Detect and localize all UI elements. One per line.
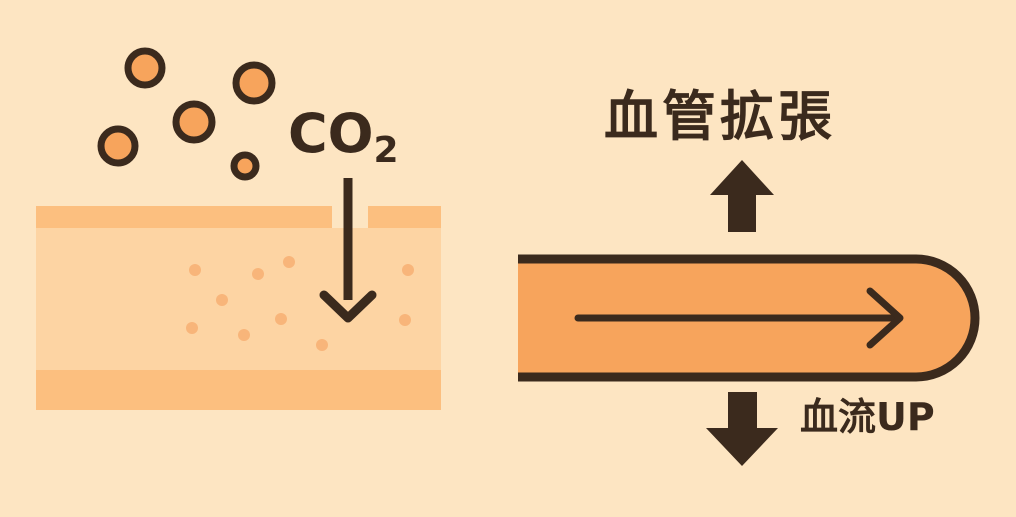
particle-dot <box>238 329 250 341</box>
penetration-arrow-head <box>319 290 377 323</box>
co2-label-main: CO <box>288 102 374 165</box>
particle-dot <box>252 268 264 280</box>
penetration-arrow <box>319 178 377 323</box>
blood-flow-arrow-head <box>866 287 904 349</box>
co2-bubbles <box>97 47 276 181</box>
skin-cross-section <box>36 206 441 410</box>
dilation-up-arrow <box>710 160 774 232</box>
particle-dot <box>402 264 414 276</box>
co2-bubble <box>172 100 216 144</box>
co2-bubble <box>97 125 139 167</box>
co2-label-subscript: 2 <box>374 130 399 171</box>
blood-flow-label: 血流UP <box>800 395 935 439</box>
skin-top-band-left <box>36 206 332 228</box>
skin-bottom-band <box>36 370 441 410</box>
co2-bubble <box>124 47 166 89</box>
co2-bubble <box>232 61 276 105</box>
particle-dot <box>283 256 295 268</box>
particle-dot <box>189 264 201 276</box>
particle-dot <box>216 294 228 306</box>
particle-dot <box>275 313 287 325</box>
skin-inner-layer <box>36 228 441 370</box>
co2-label: CO2 <box>288 102 399 171</box>
particle-dot <box>399 314 411 326</box>
co2-bubble <box>230 151 260 181</box>
blood-flow-arrow <box>574 287 904 349</box>
dilation-down-arrow <box>706 392 778 466</box>
vasodilation-label: 血管拡張 <box>604 85 836 148</box>
particle-dot <box>316 339 328 351</box>
particle-dot <box>186 322 198 334</box>
skin-top-band-right <box>368 206 441 228</box>
skin-particles <box>186 256 414 351</box>
